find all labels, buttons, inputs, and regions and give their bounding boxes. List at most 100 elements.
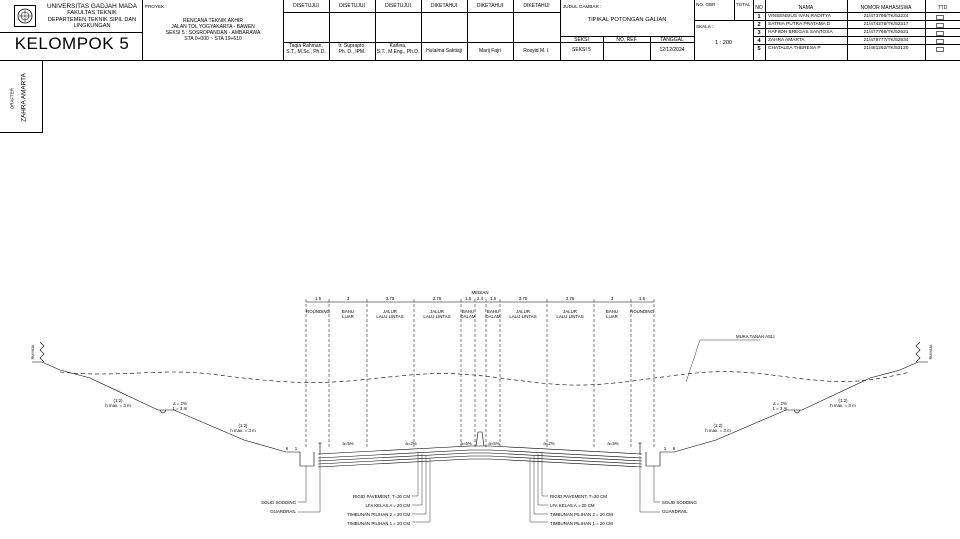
zone-label: LUAR — [342, 314, 354, 319]
slope-label: (1:2) — [238, 423, 248, 428]
dimension-label: 2.4 — [477, 296, 484, 301]
divider — [142, 0, 143, 60]
zone-label: LUAR — [606, 314, 618, 319]
leader-line — [298, 466, 307, 503]
crossfall-label: a=5% — [607, 441, 618, 446]
student-no: 3 — [757, 30, 761, 36]
title-block: UNIVERSITAS GADJAH MADA FAKULTAS TEKNIK … — [0, 0, 960, 61]
bench-label: a = 2% — [173, 401, 187, 406]
slope-label: h max. = 3 m — [830, 403, 856, 408]
zone-label: LALU LINTAS — [556, 314, 583, 319]
crossfall-label: a=5% — [488, 441, 499, 446]
dimension-label: 1.5 — [465, 296, 472, 301]
project-line: STA 0+000 ~ STA 19+610 — [184, 36, 242, 42]
student-no: 2 — [757, 22, 761, 28]
pavement-layer-label: LFA KELAS A = 20 CM — [550, 503, 595, 508]
seksi-label: SEKSI — [574, 37, 589, 43]
student-nim: 21/479777/TK/52934 — [863, 38, 909, 43]
approval-role: DISETUJUI — [293, 3, 319, 9]
pavement-layer — [317, 455, 643, 465]
divider — [925, 0, 926, 60]
bench-label: a = 2% — [773, 401, 787, 406]
students-header-ttd: TTD — [937, 5, 948, 11]
skala-value: 1 : 200 — [714, 40, 733, 46]
project-line: SEKSI 5 : SOSROPANDAN - AMBARAWA — [165, 30, 261, 36]
table-row: 2 SATRIA PUTRA PRATAMA D 21/474278/TK/52… — [753, 20, 960, 29]
shoulder-dimension: 6 — [673, 446, 676, 451]
pavement-layer-label: TIMBUNAN PILIHAN 2 = 20 CM — [347, 512, 410, 517]
shoulder-dimension: 1 — [664, 446, 667, 451]
zone-label: ROUNDING — [306, 309, 330, 314]
nogbr-label: NO. GBR : — [696, 2, 718, 7]
student-nim: 21/481262/TK/53120 — [863, 46, 909, 51]
student-no: 5 — [757, 46, 761, 52]
divider — [513, 0, 514, 60]
zone-label: DALAM — [460, 314, 475, 319]
drawing-title-label: JUDUL GAMBAR : — [563, 4, 602, 9]
student-nim: 21/473796/TK/52224 — [863, 14, 909, 19]
zone-label: JALUR — [563, 309, 577, 314]
slope-label: (1:2) — [713, 423, 723, 428]
approver-name: Taqia Rahman, S.T., M.Sc., Ph.D. — [283, 43, 329, 55]
crossfall-label: a=2% — [543, 441, 554, 446]
divider — [467, 0, 468, 60]
pavement-layer — [317, 449, 643, 459]
total-label: TOTAL — [736, 2, 751, 7]
students-header-no: NO — [755, 5, 763, 11]
students-header-nim: NOMOR MAHASISWA — [860, 5, 912, 11]
approval-role: DISETUJUI — [385, 3, 411, 9]
approver-name: Marij Fajri — [479, 48, 501, 54]
divider — [560, 42, 694, 43]
left-drain — [299, 452, 315, 467]
left-rumija-label: RUMIJA — [30, 344, 35, 359]
median-label: MEDIAN — [471, 290, 488, 295]
dimension-label: 1.5 — [315, 296, 322, 301]
slope-label: (1:2) — [838, 398, 848, 403]
bench-label: L = 3 m — [773, 406, 788, 411]
dimension-label: 3.75 — [386, 296, 395, 301]
seksi-value: SEKSI 5 — [572, 47, 591, 53]
zone-label: LALU LINTAS — [376, 314, 403, 319]
student-no: 4 — [757, 38, 761, 44]
approver-title-line: S.T., M.Sc., Ph.D. — [286, 49, 326, 55]
zone-label: ROUNDING — [630, 309, 654, 314]
project-line: JALAN TOL YOGYAKARTA - BAWEN — [171, 24, 255, 30]
dimension-label: 3 — [347, 296, 350, 301]
divider — [375, 0, 376, 60]
right-slope-profile — [660, 361, 928, 453]
leader-line — [298, 456, 321, 513]
divider — [560, 36, 694, 37]
shoulder-dimension: 6 — [286, 446, 289, 451]
dimension-label: 1.5 — [490, 296, 497, 301]
callout-label: GUARDRAIL — [270, 509, 296, 514]
noref-label: NO. REF — [616, 37, 637, 43]
dimension-label: 3 — [611, 296, 614, 301]
signature-mark — [936, 23, 944, 28]
student-nim: 21/474278/TK/52317 — [863, 22, 909, 27]
pavement-layer-label: TIMBUNAN PILIHAN 1 = 20 CM — [347, 521, 410, 526]
table-row: 4 ZAHRA AMARTA 21/479777/TK/52934 — [753, 36, 960, 45]
slope-label: h max. = 3 m — [105, 403, 131, 408]
zone-label: BAHU — [487, 309, 499, 314]
dimension-label: 3.75 — [519, 296, 528, 301]
signature-mark — [936, 15, 944, 20]
left-bench-drain — [159, 409, 167, 414]
right-drain — [645, 452, 661, 467]
dimension-label: 3.75 — [566, 296, 575, 301]
student-name: SATRIA PUTRA PRATAMA D — [768, 22, 831, 27]
student-name: VINSENSIUS IVAN RADITYA — [768, 14, 831, 19]
divider — [753, 0, 754, 60]
approver-name: Hulaima Saktiaji — [426, 48, 462, 54]
divider — [734, 0, 735, 20]
table-row: 5 CHATALEA THERESA P 21/481262/TK/53120 — [753, 44, 960, 53]
leader-line — [529, 452, 548, 523]
university-name: UNIVERSITAS GADJAH MADA FAKULTAS TEKNIK … — [44, 3, 140, 30]
pavement-layer-label: RIGID PAVEMENT, T=30 CM — [353, 494, 410, 499]
leader-line — [412, 452, 431, 523]
divider — [283, 12, 560, 13]
bench-label: L = 3 m — [173, 406, 188, 411]
divider — [329, 0, 330, 60]
approval-role: DISETUJUI — [339, 3, 365, 9]
median-barrier — [475, 431, 485, 447]
tanggal-value: 12/12/2024 — [659, 47, 685, 53]
